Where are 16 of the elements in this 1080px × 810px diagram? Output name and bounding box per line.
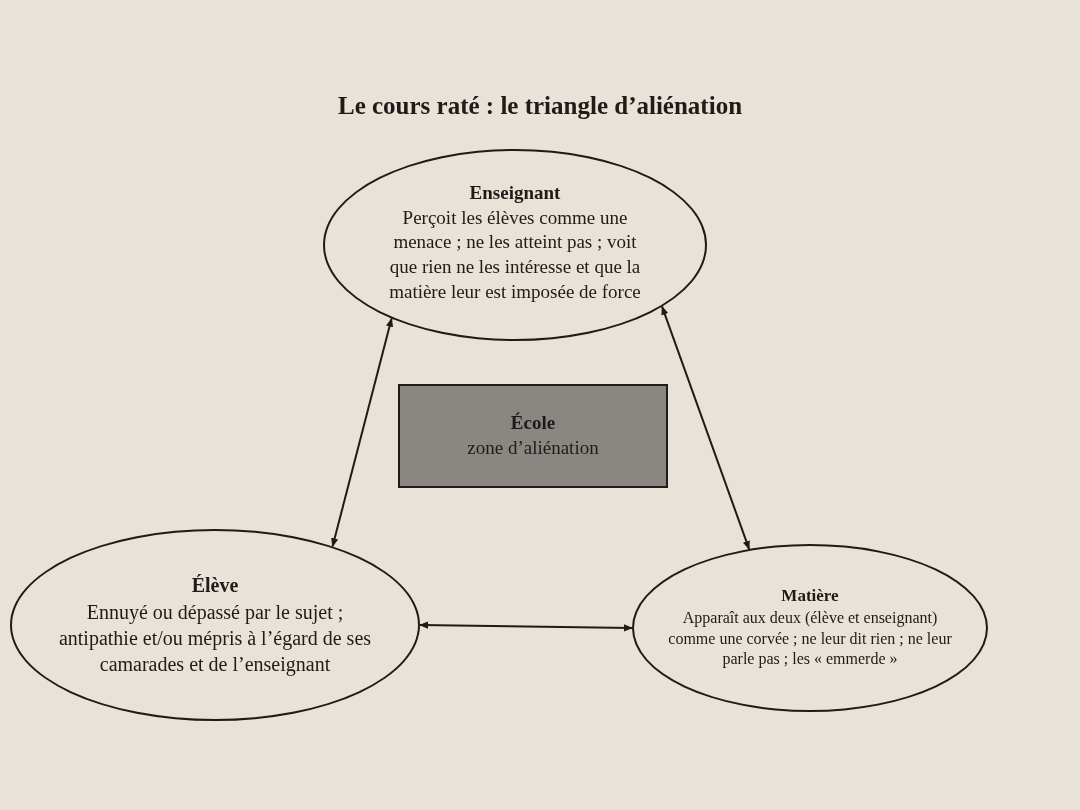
node-description: Apparaît aux deux (élève et enseignant) comme une corvée ; ne leur dit rien ; ne leur parle pas ; les « emmerde » <box>668 607 952 670</box>
ellipse-node <box>632 544 988 712</box>
node-description: Perçoit les élèves comme une menace ; ne les atteint pas ; voit que rien ne les intéresse et que la matière leur est imposée de force <box>388 205 642 304</box>
node-description: Ennuyé ou dépassé par le sujet ; antipathie et/ou mépris à l’égard de ses camarades et de l’enseignant <box>57 599 373 677</box>
ellipse-node <box>10 529 420 721</box>
double-arrow <box>331 317 394 548</box>
diagram-title: Le cours raté : le triangle d’aliénation <box>336 92 744 120</box>
node-heading: École <box>510 411 556 434</box>
node-heading: Élève <box>191 573 239 597</box>
double-arrow <box>419 621 633 632</box>
double-arrow <box>661 305 751 551</box>
node-heading: Enseignant <box>469 181 561 204</box>
ellipse-node <box>323 149 707 341</box>
node-description: zone d’aliénation <box>467 435 599 460</box>
node-heading: Matière <box>781 585 839 606</box>
zone-box <box>398 384 668 488</box>
